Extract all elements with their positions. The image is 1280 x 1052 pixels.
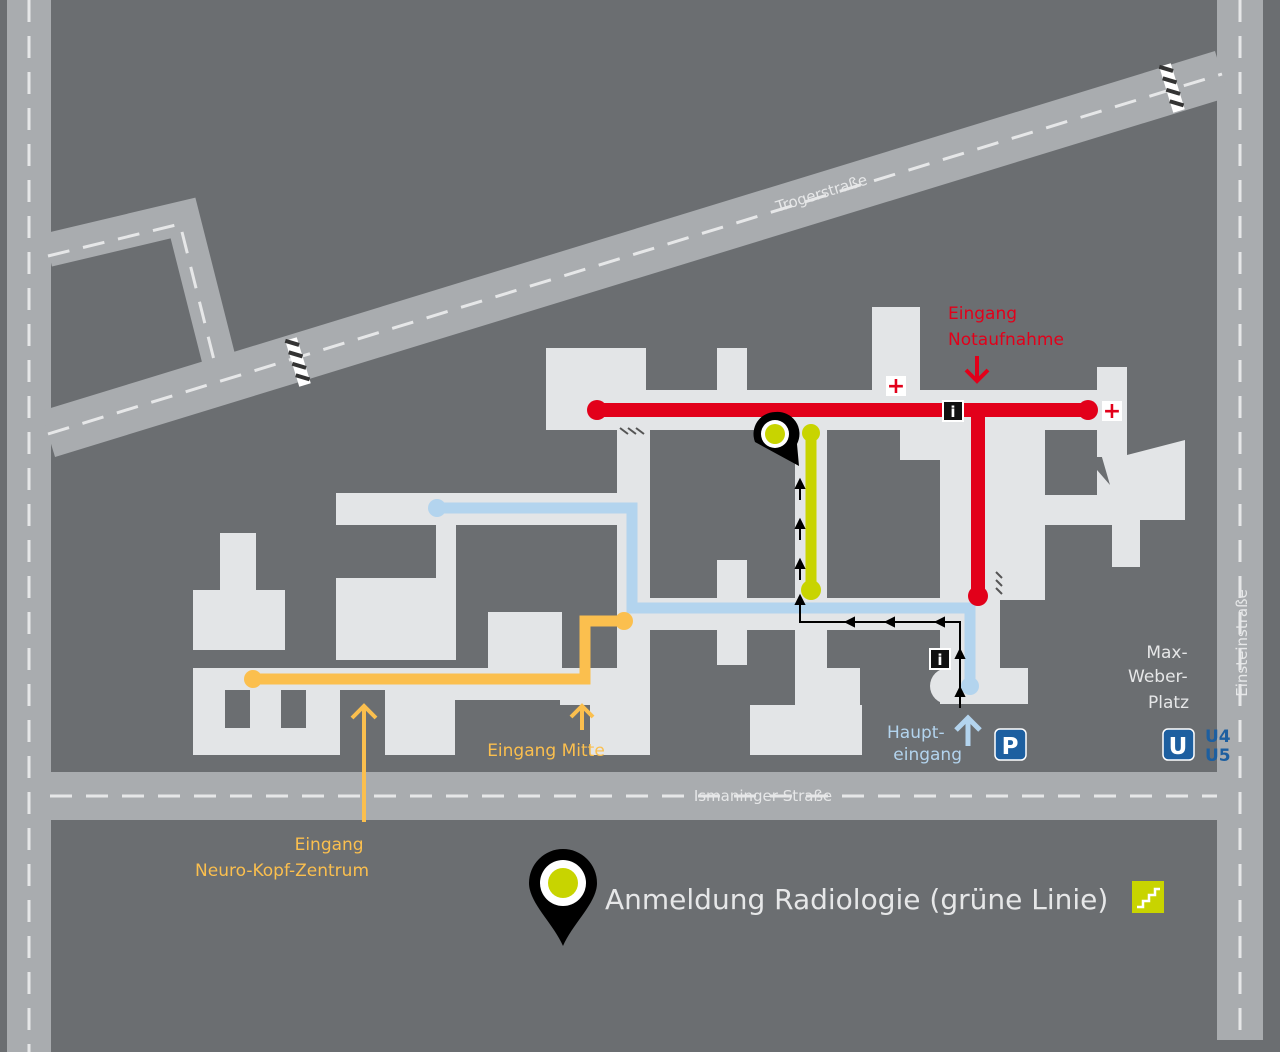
walking-direction-arrows [794,477,966,708]
entrance-arrow-haupt [954,714,982,746]
legend: Anmeldung Radiologie (grüne Linie) [529,849,1164,946]
label-max-weber-platz: Max- Weber- Platz [1128,643,1193,713]
svg-text:+: + [887,374,905,399]
entrance-arrow-neuro [350,703,378,822]
info-icon: i [942,400,964,422]
stairs-icon [1132,881,1164,913]
ubahn-lines: U4 U5 [1205,727,1237,766]
svg-text:U: U [1169,734,1188,760]
first-aid-icon: + [886,374,906,399]
label-eingang-mitte: Eingang Mitte [487,741,605,761]
first-aid-icon: + [1102,399,1122,424]
label-eingang-notaufnahme: Eingang Notaufnahme [948,304,1064,350]
svg-text:i: i [937,651,942,669]
side-road-markings [47,222,216,361]
radiology-location-pin[interactable] [753,411,800,466]
legend-pin-icon [529,849,597,946]
route-green [801,424,821,600]
svg-text:P: P [1002,734,1019,760]
label-eingang-neuro-kopf-zentrum: Eingang Neuro-Kopf-Zentrum [195,835,369,881]
crosswalk [284,337,311,387]
street-label-ismaninger: Ismaninger Straße [694,787,832,805]
svg-text:+: + [1103,399,1121,424]
route-blue [428,499,979,695]
entrance-arrow-mitte [569,703,595,730]
label-haupteingang: Haupt- eingang [887,723,962,765]
crosswalk [1158,63,1185,113]
parking-icon: P [994,728,1027,761]
roads [7,0,1263,1052]
route-orange [244,612,633,688]
info-icon: i [929,648,951,670]
ubahn-icon: U [1162,728,1195,761]
svg-text:i: i [950,403,955,421]
street-label-einsteinstrasse: Einsteinstraße [1233,589,1251,696]
entrance-arrow-notaufnahme [964,356,990,384]
route-red [587,400,1098,606]
legend-text: Anmeldung Radiologie (grüne Linie) [605,883,1108,916]
side-road [44,197,239,377]
trogerstrasse-markings [47,72,1223,436]
